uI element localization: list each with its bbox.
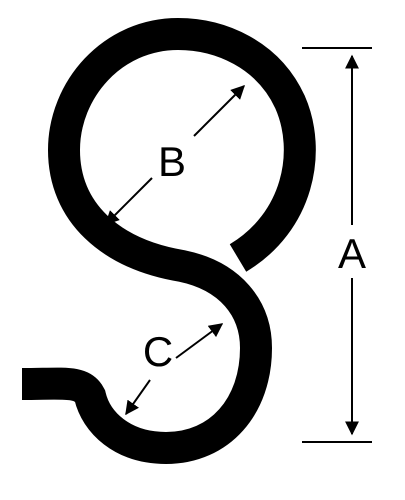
s-hook-shape <box>21 17 316 465</box>
dimension-c <box>125 323 224 416</box>
dimension-c-label: C <box>143 328 173 375</box>
dimension-c-arrow-upper <box>175 323 224 359</box>
lower-loop <box>21 347 272 465</box>
dimension-b <box>105 85 245 225</box>
dimension-c-arrow-lower <box>125 379 151 416</box>
dimension-b-label: B <box>158 138 186 185</box>
dimension-b-arrow-lower <box>105 177 153 225</box>
dimension-a-label: A <box>338 230 366 277</box>
dimension-b-arrow-upper <box>193 85 245 137</box>
upper-loop <box>47 17 316 349</box>
dimension-a <box>302 47 372 443</box>
